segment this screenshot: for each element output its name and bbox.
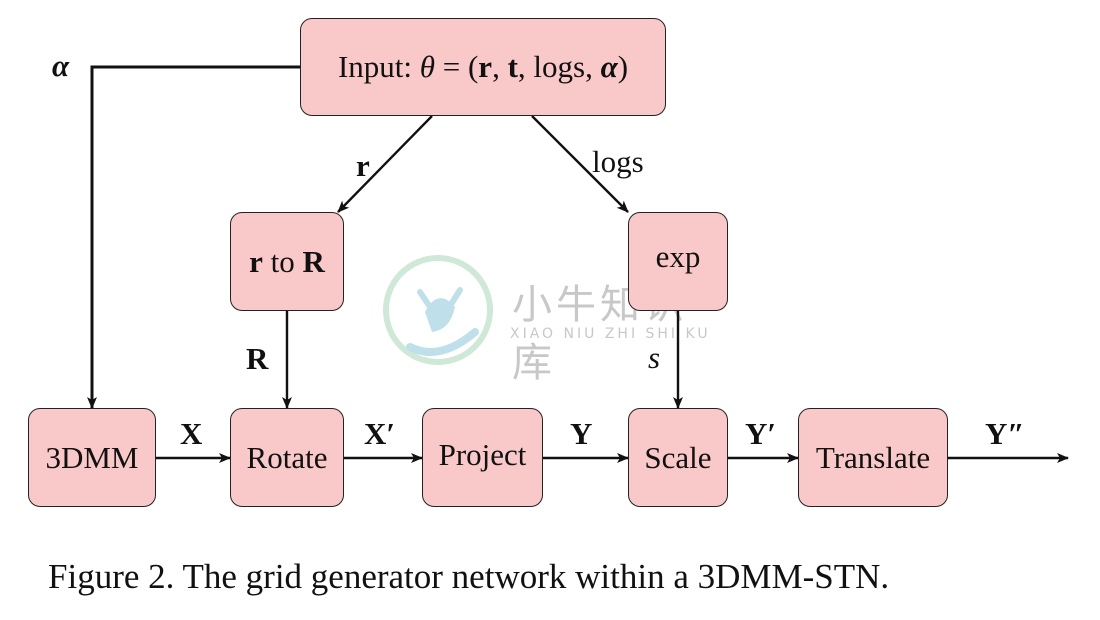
input-r: r (478, 49, 493, 84)
label-logs: logs (592, 144, 644, 179)
input-close: ) (617, 49, 629, 84)
node-project: Project (422, 408, 543, 507)
node-exp: exp (628, 212, 728, 311)
label-X: X (180, 416, 203, 451)
label-s: s (648, 340, 661, 375)
input-alpha: α (600, 49, 618, 84)
input-prefix: Input: (337, 49, 420, 84)
label-Y: Y (570, 416, 593, 451)
exp-label: exp (655, 239, 701, 274)
rotate-label: Rotate (246, 439, 328, 475)
3dmm-label: 3DMM (45, 439, 139, 475)
label-alpha: α (52, 48, 70, 83)
label-R: R (246, 341, 269, 376)
label-Y-double-prime: Y″ (985, 416, 1025, 451)
edge-r (337, 115, 433, 213)
node-rotate: Rotate (230, 408, 344, 507)
r-to-R-mid: to (262, 243, 303, 279)
label-X-prime: X′ (364, 416, 396, 451)
node-3dmm: 3DMM (28, 408, 156, 507)
input-t: t (507, 49, 518, 84)
node-scale: Scale (628, 408, 728, 507)
watermark-text-en: XIAO NIU ZHI SHI KU (510, 326, 711, 342)
figure-caption: Figure 2. The grid generator network wit… (48, 557, 890, 596)
input-label: Input: θ = (r, t, logs, α) (338, 49, 628, 85)
label-Y-prime: Y′ (745, 416, 777, 451)
edge-alpha (87, 65, 300, 409)
input-theta: θ (419, 49, 435, 84)
input-c2: , logs, (517, 49, 601, 84)
scale-label: Scale (644, 439, 712, 475)
watermark-logo-icon (383, 255, 493, 365)
r-to-R-R: R (302, 243, 325, 279)
input-c1: , (492, 49, 508, 84)
r-to-R-label: r to R (249, 244, 325, 280)
project-label: Project (438, 437, 527, 472)
label-r: r (356, 148, 370, 183)
node-r-to-R: r to R (230, 212, 344, 311)
edge-logs (531, 115, 629, 213)
node-translate: Translate (798, 408, 948, 507)
input-eq: = ( (434, 49, 479, 84)
r-to-R-r: r (249, 243, 263, 279)
node-input: Input: θ = (r, t, logs, α) (300, 18, 666, 116)
translate-label: Translate (815, 439, 931, 475)
